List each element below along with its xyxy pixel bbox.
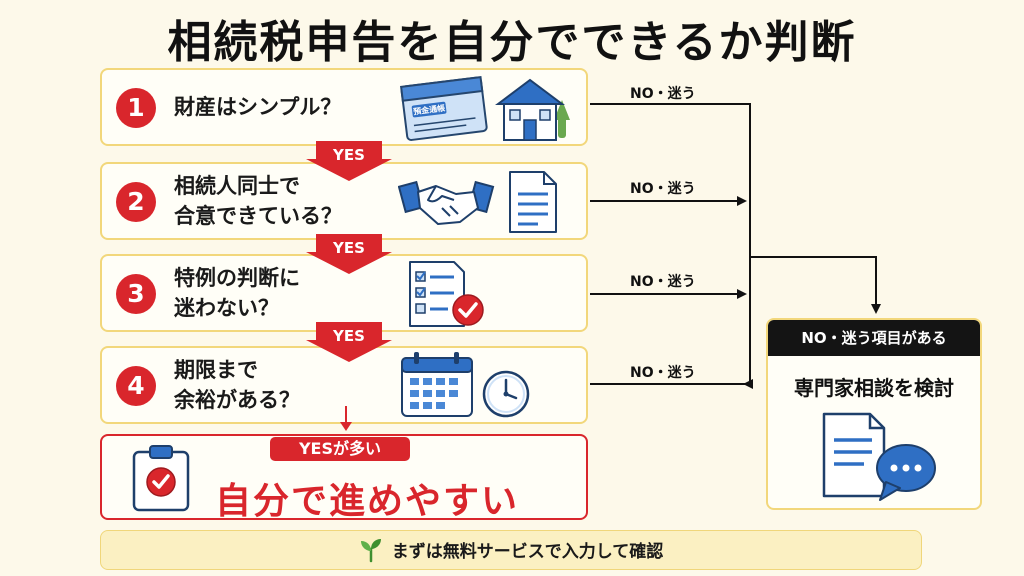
question-line: 期限まで <box>174 358 258 382</box>
bottom-banner: まずは無料サービスで入力して確認 <box>100 530 922 570</box>
house-icon <box>495 78 570 141</box>
step-question: 相続人同士で 合意できている？ <box>174 164 342 238</box>
no-label: NO・迷う <box>630 274 696 290</box>
step-number: 3 <box>116 274 156 314</box>
sprout-icon <box>360 538 381 562</box>
question-line: 相続人同士で <box>174 174 300 198</box>
no-label: NO・迷う <box>630 365 696 381</box>
expert-consult-box: NO・迷う項目がある 専門家相談を検討 <box>766 318 982 510</box>
page-title: 相続税申告を自分でできるか判断 <box>167 17 857 68</box>
yes-arrow: YES <box>306 141 392 181</box>
handshake-icon <box>398 171 557 233</box>
step-number: 2 <box>116 182 156 222</box>
expert-title: 専門家相談を検討 <box>794 376 954 400</box>
yes-arrow: YES <box>306 322 392 362</box>
yes-label: YES <box>333 239 365 257</box>
step-1-card: 1 財産はシンプル？ 預金通帳 <box>100 68 588 146</box>
step4-down-arrow <box>340 406 352 431</box>
step-number: 1 <box>116 88 156 128</box>
yes-label: YES <box>333 327 365 345</box>
no-label: NO・迷う <box>630 86 696 102</box>
step-question: 財産はシンプル？ <box>174 70 341 144</box>
banner-text: まずは無料サービスで入力して確認 <box>391 542 664 562</box>
question-line: 特例の判断に <box>174 266 300 290</box>
yes-arrow: YES <box>306 234 392 274</box>
result-text: 自分で進めやすい <box>215 481 520 522</box>
checklist-icon <box>409 261 484 327</box>
question-line: 財産はシンプル？ <box>174 95 342 119</box>
clipboard-check-icon <box>132 445 190 512</box>
question-line: 合意できている？ <box>174 204 342 228</box>
document-icon <box>509 171 557 233</box>
clock-icon <box>482 370 530 418</box>
bankbook-label: 預金通帳 <box>413 103 446 117</box>
yes-label: YES <box>333 146 365 164</box>
step-question: 期限まで 余裕がある？ <box>174 348 300 422</box>
chat-bubble-icon <box>876 444 936 501</box>
question-line: 迷わない？ <box>174 296 279 320</box>
calendar-icon <box>401 352 530 418</box>
expert-header: NO・迷う項目がある <box>768 320 980 356</box>
step-question: 特例の判断に 迷わない？ <box>174 256 300 330</box>
question-line: 余裕がある？ <box>174 388 300 412</box>
step-number: 4 <box>116 366 156 406</box>
bankbook-icon: 預金通帳 <box>400 75 570 141</box>
document-chat-icon <box>822 412 936 501</box>
yes-majority-badge: YESが多い <box>270 437 410 461</box>
no-label: NO・迷う <box>630 181 696 197</box>
result-box <box>100 434 588 520</box>
